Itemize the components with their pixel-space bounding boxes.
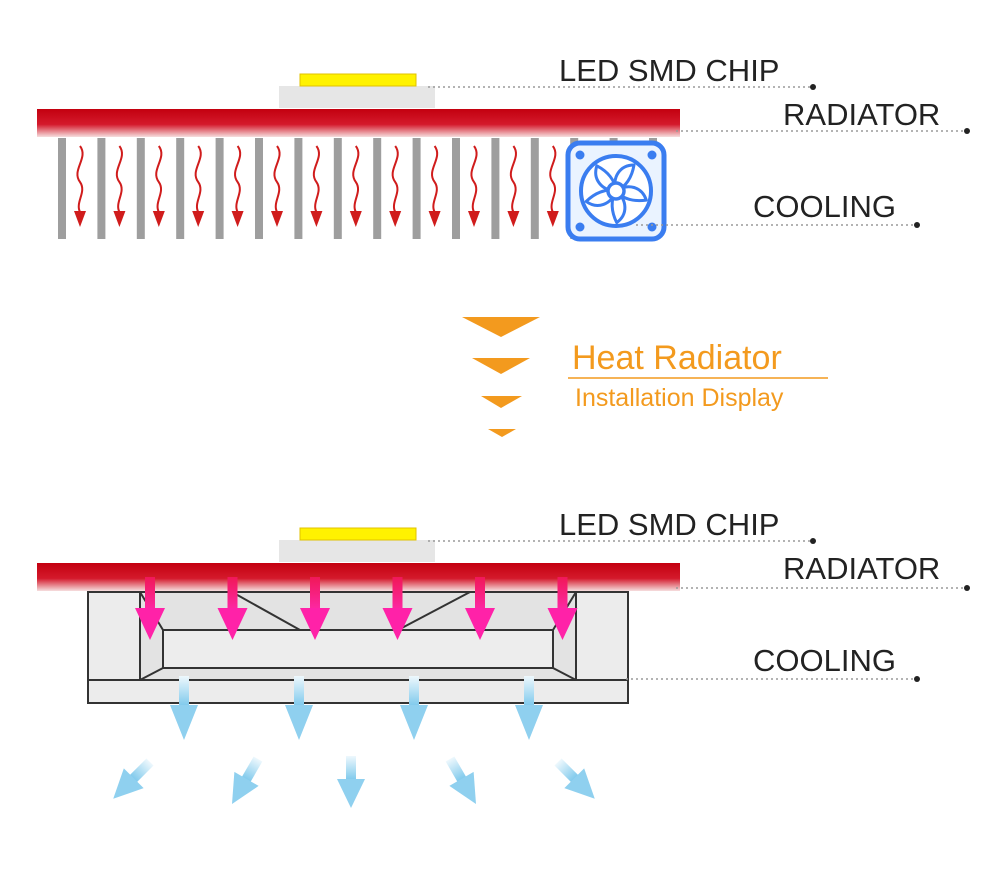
radiator-fin	[333, 138, 342, 239]
radiator-fin	[176, 138, 185, 239]
radiator-leader-dot	[964, 128, 970, 134]
airflow-arrow	[170, 676, 198, 740]
heat-arrow	[310, 145, 323, 227]
radiator-fin	[136, 138, 145, 239]
radiator-fin	[452, 138, 460, 239]
radiator-fin	[530, 138, 539, 239]
radiator-fin	[491, 138, 500, 239]
label-radiator: RADIATOR	[783, 551, 940, 586]
label-cooling: COOLING	[753, 643, 896, 678]
chip-leader-dot	[810, 84, 816, 90]
spread-arrow	[554, 758, 595, 799]
spread-arrow	[113, 758, 154, 799]
radiator-fin	[373, 138, 382, 239]
top-diagram: LED SMD CHIP RADIATOR COOLING	[37, 53, 970, 242]
heat-arrow	[507, 145, 520, 227]
heat-arrow	[389, 145, 402, 227]
cooling-leader-dot	[914, 222, 920, 228]
heat-arrow	[382, 577, 413, 640]
chip-base	[279, 540, 435, 562]
heat-arrows	[135, 577, 578, 640]
chip-base	[279, 86, 435, 108]
radiator-leader-dot	[964, 585, 970, 591]
center-title: Heat Radiator Installation Display	[462, 317, 828, 437]
led-chip	[299, 527, 417, 541]
radiator-fin	[215, 138, 224, 239]
radiator-fin	[58, 138, 66, 239]
cooling-leader-dot	[914, 676, 920, 682]
label-cooling: COOLING	[753, 189, 896, 224]
airflow-arrow	[285, 676, 313, 740]
heat-arrow	[231, 145, 244, 227]
airflow-arrows	[170, 676, 543, 740]
bottom-diagram: LED SMD CHIP RADIATOR COOLING	[37, 507, 970, 808]
cooling-housing	[87, 591, 629, 704]
radiator-plate	[37, 563, 680, 591]
radiator-fin	[97, 138, 106, 239]
heat-arrow	[349, 145, 362, 227]
heat-arrow	[152, 145, 165, 227]
spread-arrow	[232, 756, 263, 805]
heat-arrows	[74, 145, 638, 227]
heat-arrow	[465, 577, 495, 640]
heat-arrow	[271, 145, 283, 227]
airflow-arrow	[400, 676, 428, 740]
spread-arrow	[445, 756, 476, 805]
heat-arrow	[468, 145, 480, 227]
airflow-arrow	[515, 676, 543, 740]
led-chip	[299, 73, 417, 87]
heat-arrow	[428, 145, 441, 227]
title-installation-display: Installation Display	[575, 384, 784, 412]
radiator-fin	[412, 138, 421, 239]
heat-arrow	[217, 577, 248, 640]
title-heat-radiator: Heat Radiator	[572, 339, 782, 377]
radiator-fin	[294, 138, 303, 239]
chip-leader-dot	[810, 538, 816, 544]
label-radiator: RADIATOR	[783, 97, 940, 132]
spread-arrow	[337, 756, 365, 808]
heat-arrow	[135, 577, 165, 640]
spread-arrows	[113, 756, 595, 808]
down-chevron-icons	[462, 317, 540, 437]
label-led-smd-chip: LED SMD CHIP	[559, 53, 779, 88]
heat-arrow	[74, 145, 86, 227]
label-led-smd-chip: LED SMD CHIP	[559, 507, 779, 542]
heat-arrow	[192, 145, 205, 227]
heat-arrow	[547, 577, 578, 640]
radiator-fin	[255, 138, 263, 239]
heat-arrow	[546, 145, 559, 227]
radiator-plate	[37, 109, 680, 137]
fan-icon	[565, 140, 667, 242]
heat-arrow	[113, 145, 126, 227]
heat-arrow	[300, 577, 330, 640]
